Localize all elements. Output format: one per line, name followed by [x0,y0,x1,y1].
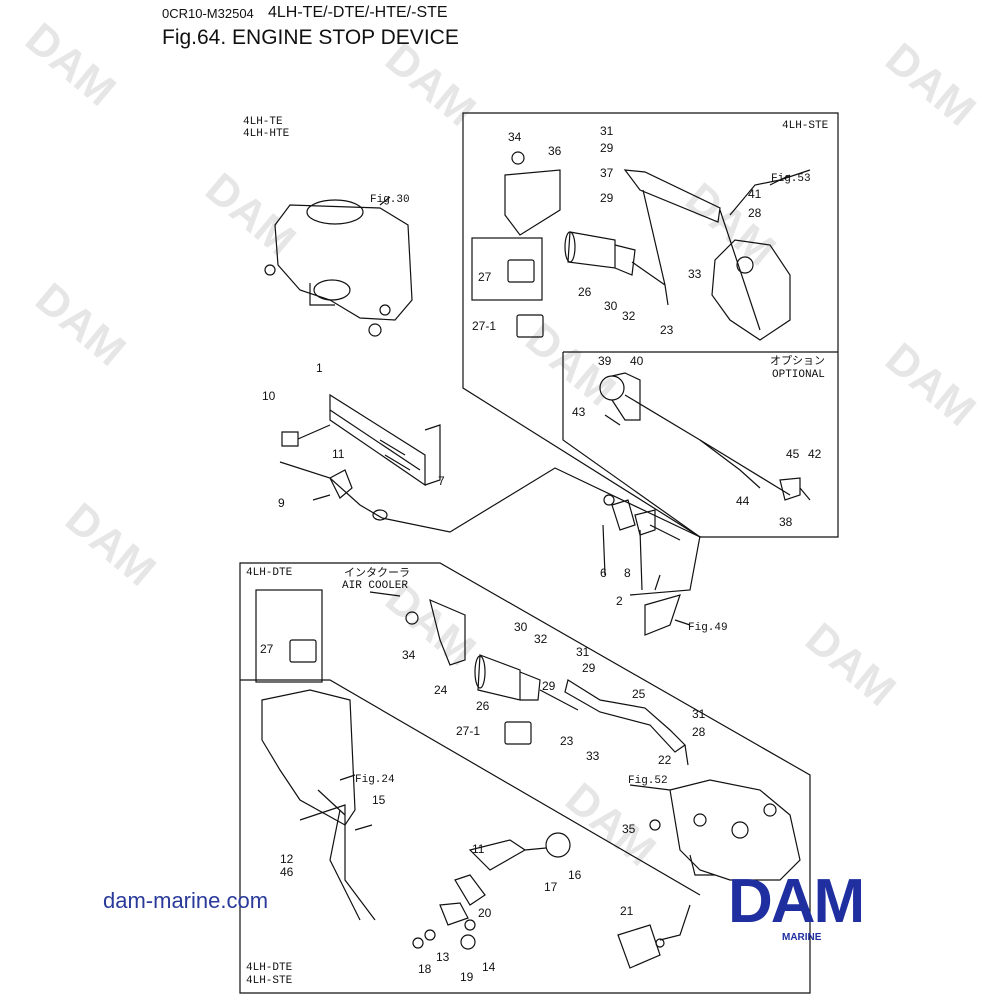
fuel-pump-housing [274,204,413,321]
lever-37 [623,169,721,223]
part-callout: 9 [278,496,285,510]
part-callout: 2 [616,594,623,608]
air-cooler-label: AIR COOLER [342,580,408,592]
bracket-36 [504,169,561,236]
part-callout: 8 [624,566,631,580]
model-label: 4LH-HTE [243,128,290,140]
part-callout: 31 [600,124,614,138]
model-label: 4LH-TE [243,116,283,128]
document-code: 0CR10-M32504 [162,6,254,21]
optional-label: OPTIONAL [772,369,825,381]
model-label: 4LH-DTE [246,962,293,974]
part-callout: 34 [508,130,522,144]
part-callout: 26 [578,285,592,299]
logo-text: DAM [728,867,865,936]
part-callout: 7 [438,474,445,488]
part-callout: 27-1 [472,319,496,333]
part-callout: 31 [692,707,706,721]
governor-housing [711,239,791,341]
part-callout: 35 [622,822,636,836]
part-callout: 28 [748,206,762,220]
part-callout: 17 [544,880,558,894]
part-callout: 21 [620,904,634,918]
part-callout: 38 [779,515,793,529]
solenoid-21 [617,924,661,969]
part-callout: 33 [688,267,702,281]
bracket-12 [261,689,356,826]
website-link[interactable]: dam-marine.com [103,888,269,913]
part-callout: 27 [478,270,492,284]
part-callout: 25 [632,687,646,701]
part-callout: 22 [658,753,672,767]
part-callout: 11 [472,842,485,856]
model-list: 4LH-TE/-DTE/-HTE/-STE [268,4,448,21]
part-callout: 29 [600,141,614,155]
part-callout: 24 [434,683,448,697]
part-callout: 11 [332,447,345,461]
injection-pump [669,779,801,881]
part-callout: 30 [514,620,528,634]
part-callout: 29 [582,661,596,675]
figure-reference: Fig.24 [355,774,395,786]
bracket-24 [429,598,466,666]
dte-panel-frame [239,562,811,994]
part-callout: 13 [436,950,450,964]
part-callout: 14 [482,960,496,974]
figure-reference: Fig.52 [628,775,668,787]
part-callout: 30 [604,299,618,313]
part-callout: 42 [808,447,822,461]
model-label: 4LH-STE [246,975,293,987]
logo-subtext: MARINE [782,932,822,943]
part-callout: 39 [598,354,612,368]
ste-panel-frame [462,112,839,538]
part-callout: 10 [262,389,276,403]
model-label: 4LH-STE [782,120,829,132]
part-callout: 41 [748,187,762,201]
part-callout: 36 [548,144,562,158]
solenoid-spring [611,499,636,531]
part-callout: 32 [534,632,548,646]
optional-label: オプション [770,354,825,367]
figure-reference: Fig.53 [771,173,811,185]
lower-panel-frame [240,679,701,896]
part-callout: 31 [576,645,590,659]
part-callout: 34 [402,648,416,662]
part-callout: 32 [622,309,636,323]
part-callout: 29 [542,679,556,693]
bracket-1 [329,393,426,487]
part-callout: 19 [460,970,474,984]
link-25 [564,679,686,753]
part-callout: 40 [630,354,644,368]
part-callout: 20 [478,906,492,920]
part-callout: 23 [660,323,674,337]
part-callout: 18 [418,962,432,976]
part-callout: 27 [260,642,274,656]
part-callout: 44 [736,494,750,508]
part-callout: 28 [692,725,706,739]
stop-cable [279,461,383,519]
intercooler-label: インタクーラ [344,566,410,579]
part-callout: 6 [600,566,607,580]
part-callout: 33 [586,749,600,763]
part-callout: 26 [476,699,490,713]
part-callout: 12 [280,852,294,866]
figure-reference: Fig.49 [688,622,728,634]
part-callout: 27-1 [456,724,480,738]
part-callout: 37 [600,166,614,180]
part-callout: 46 [280,865,294,879]
part-callout: 15 [372,793,386,807]
part-callout: 1 [316,361,323,375]
figure-reference: Fig.30 [370,194,410,206]
part-callout: 16 [568,868,582,882]
dam-logo: DAM MARINE [728,867,898,946]
figure-title: Fig.64. ENGINE STOP DEVICE [162,26,459,49]
part-callout: 23 [560,734,574,748]
optional-panel-frame [562,351,838,538]
part-callout: 29 [600,191,614,205]
part-callout: 45 [786,447,800,461]
model-label: 4LH-DTE [246,567,293,579]
part-callout: 43 [572,405,586,419]
